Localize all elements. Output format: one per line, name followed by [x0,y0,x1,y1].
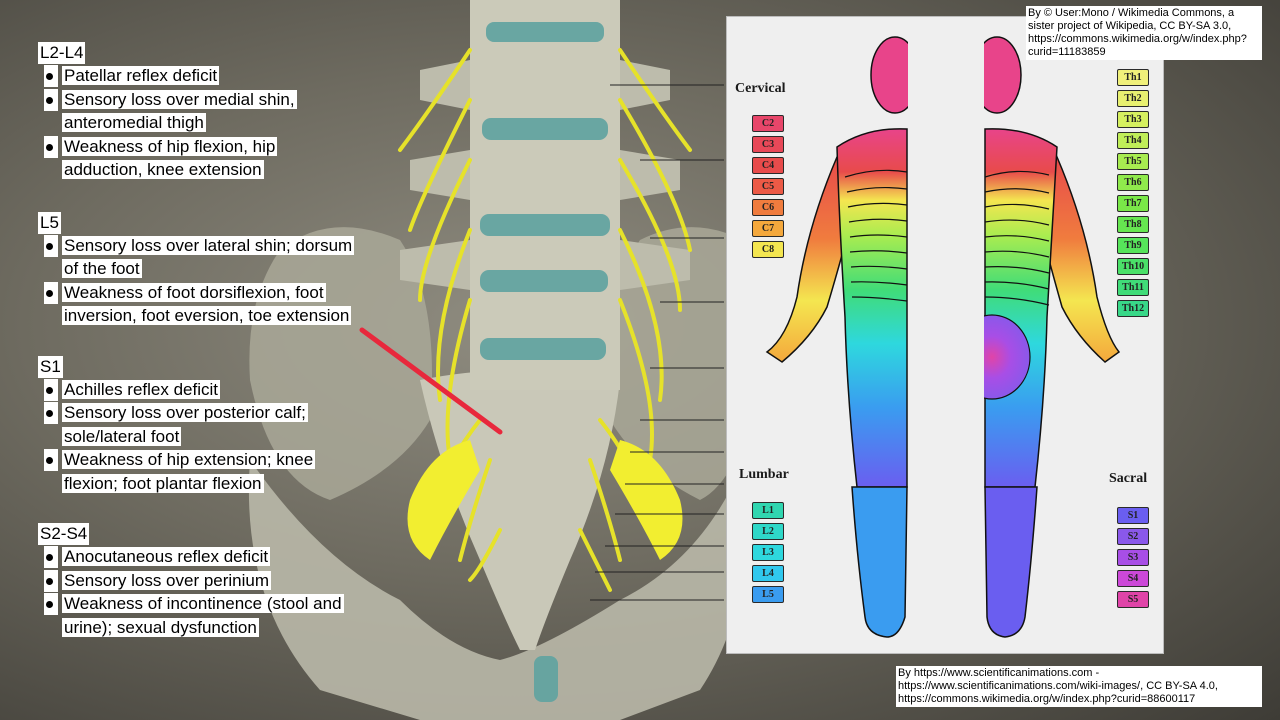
pelvic-ring [248,460,745,720]
sacral-label: Sacral [1109,471,1148,486]
dermatome-chip-th10: Th10 [1117,258,1149,275]
list-item: Sensory loss over posterior calf; sole/l… [38,401,358,448]
bullet-icon [44,546,58,568]
section-heading: L2-L4 [38,42,86,64]
dermatome-chip-th2: Th2 [1117,90,1149,107]
dermatome-chip-s5: S5 [1117,591,1149,608]
dermatome-chip-th3: Th3 [1117,111,1149,128]
bullet-icon [44,281,58,304]
list-item: Sensory loss over perinium [38,569,358,593]
bullet-icon [44,88,58,111]
bullet-icon [44,65,58,87]
intervertebral-discs [480,22,610,702]
dermatome-chip-c7: C7 [752,220,784,237]
bullet-list: Sensory loss over lateral shin; dorsum o… [38,234,358,328]
cervical-label: Cervical [735,81,786,96]
dermatome-chip-s4: S4 [1117,570,1149,587]
bullet-list: Anocutaneous reflex deficit Sensory loss… [38,545,358,639]
torso-front [836,128,908,488]
bullet-icon [44,449,58,471]
dermatome-chip-th4: Th4 [1117,132,1149,149]
red-pointer [359,327,503,435]
section-l2-l4: L2-L4 Patellar reflex deficit Sensory lo… [38,42,358,182]
bullet-list: Patellar reflex deficit Sensory loss ove… [38,64,358,182]
list-item: Weakness of foot dorsiflexion, foot inve… [38,281,358,328]
torso-back [984,128,1058,488]
dermatome-chip-th9: Th9 [1117,237,1149,254]
dermatome-chip-th5: Th5 [1117,153,1149,170]
dermatome-chip-s3: S3 [1117,549,1149,566]
dermatome-chip-l1: L1 [752,502,784,519]
dermatome-chip-c5: C5 [752,178,784,195]
bullet-icon [44,593,58,615]
image-credit-bottom: By https://www.scientificanimations.com … [896,666,1262,707]
left-arm [765,155,858,363]
list-item: Weakness of hip flexion, hip adduction, … [38,135,358,182]
lumbar-label: Lumbar [739,467,789,482]
legs-back [984,486,1038,638]
bullet-icon [44,135,58,158]
figure-divider [908,17,984,653]
dermatome-chip-th6: Th6 [1117,174,1149,191]
dermatome-chip-c2: C2 [752,115,784,132]
bullet-icon [44,378,58,401]
dermatome-chip-s1: S1 [1117,507,1149,524]
vertebra-processes [400,60,690,290]
dermatome-chip-th1: Th1 [1117,69,1149,86]
dermatome-chip-s2: S2 [1117,528,1149,545]
dermatome-chip-th12: Th12 [1117,300,1149,317]
bullet-icon [44,402,58,424]
section-l5: L5 Sensory loss over lateral shin; dorsu… [38,211,358,328]
list-item: Sensory loss over lateral shin; dorsum o… [38,234,358,281]
dermatome-chip-c8: C8 [752,241,784,258]
dermatome-chip-l3: L3 [752,544,784,561]
dermatome-chip-l5: L5 [752,586,784,603]
dermatome-chip-th11: Th11 [1117,279,1149,296]
spinal-column [470,0,620,390]
bullet-icon [44,234,58,257]
dermatome-stripes [844,169,1050,306]
section-s1: S1 Achilles reflex deficit Sensory loss … [38,355,358,496]
legs-front [851,486,908,638]
sciatic-plexus-left [407,440,480,560]
section-s2-s4: S2-S4 Anocutaneous reflex deficit Sensor… [38,523,358,639]
dermatome-chip-c3: C3 [752,136,784,153]
section-heading: L5 [38,211,61,234]
list-item: Sensory loss over medial shin, anteromed… [38,88,358,135]
dermatome-chip-th7: Th7 [1117,195,1149,212]
sciatic-plexus-right [610,440,683,560]
dermatome-chip-th8: Th8 [1117,216,1149,233]
list-item: Weakness of incontinence (stool and urin… [38,592,358,639]
list-item: Patellar reflex deficit [38,64,358,88]
bullet-list: Achilles reflex deficit Sensory loss ove… [38,378,358,496]
section-heading: S2-S4 [38,523,90,545]
list-item: Achilles reflex deficit [38,378,358,402]
dermatome-chip-c4: C4 [752,157,784,174]
dermatome-body-figure [765,17,1121,653]
dermatome-chip-l4: L4 [752,565,784,582]
section-heading: S1 [38,355,63,378]
nerve-root-notes: L2-L4 Patellar reflex deficit Sensory lo… [38,42,358,667]
leader-lines [590,84,724,601]
dermatome-chip-l2: L2 [752,523,784,540]
list-item: Anocutaneous reflex deficit [38,545,358,569]
bullet-icon [44,569,58,592]
dermatome-chip-c6: C6 [752,199,784,216]
list-item: Weakness of hip extension; knee flexion;… [38,448,358,495]
image-credit-top: By © User:Mono / Wikimedia Commons, a si… [1026,6,1262,60]
